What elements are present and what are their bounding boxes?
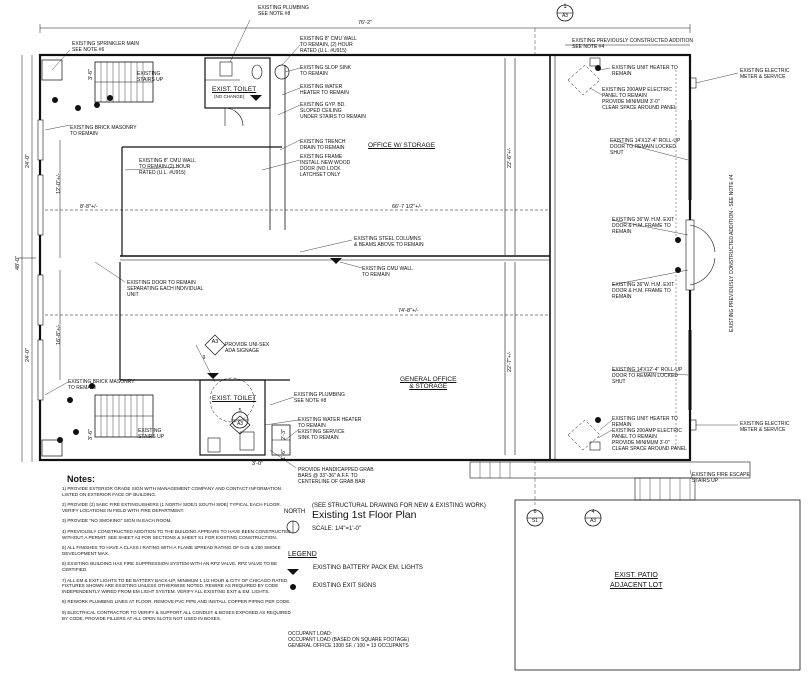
bubble-a3-mid-num: 9	[202, 355, 206, 361]
title-block: (SEE STRUCTURAL DRAWING FOR NEW & EXISTI…	[312, 503, 486, 532]
note-item: 7) ALL EM & EXIT LIGHTS TO BE BATTERY BA…	[62, 577, 290, 594]
stairs-bottom-label: EXISTING STAIRS UP	[138, 428, 165, 440]
notes-title: Notes:	[67, 474, 96, 484]
legend-row-exit-signs: EXISTING EXIT SIGNS	[288, 580, 423, 592]
dim-small-b: 1'-6"	[281, 449, 287, 460]
note-item: 1) PROVIDE EXTERIOR GRADE SIGN WITH MANA…	[62, 486, 283, 497]
dim-stair-top: 3'-6"	[88, 69, 94, 80]
dim-left-span: 8'-8"+/-	[80, 204, 98, 210]
plan-subtitle: (SEE STRUCTURAL DRAWING FOR NEW & EXISTI…	[312, 503, 486, 509]
dim-left-total: 48'-0"	[15, 255, 21, 270]
callout-brick-top: EXISTING BRICK MASONRY TO REMAIN	[70, 125, 137, 137]
legend: LEGEND EXISTING BATTERY PACK EM. LIGHTS …	[288, 551, 423, 598]
callout-exit-door-bottom: EXISTING 36"w. H.M. EXIT DOOR & H.M. FRA…	[612, 282, 675, 300]
callout-addition-right: EXISTING PREVIOUSLY CONSTRUCTED ADDITION…	[729, 174, 735, 332]
dim-interior-top: 66'-7 1/2"+/-	[392, 204, 422, 210]
room-office-storage: OFFICE W/ STORAGE	[368, 142, 436, 149]
callout-panel-top: EXISTING 200amp ELECTRIC PANEL TO REMAIN…	[602, 87, 677, 111]
callout-cmu-wall-top: EXISTING 8" CMU WALL TO REMAIN, (2) HOUR…	[300, 36, 357, 54]
bubble-b4-sheet: A3	[589, 518, 597, 524]
callout-fire-escape: EXISTING FIRE ESCAPE STAIRS UP	[692, 472, 750, 484]
legend-title: LEGEND	[288, 551, 317, 558]
callout-unisex: PROVIDE UNI-SEX ADA SIGNAGE	[225, 342, 270, 354]
dim-small-a: 2'-3"	[281, 429, 287, 440]
dim-right-top: 22'-6"+/-	[507, 147, 513, 168]
plan-scale: SCALE: 1/4"=1'-0"	[312, 526, 361, 532]
dim-inner-left-top: 12'-0"+/-	[56, 173, 62, 194]
callout-cmu-wall-center: EXISTING CMU WALL TO REMAIN	[362, 266, 413, 278]
callout-rollup-bottom: EXISTING 14'x12'-4" ROLL-UP DOOR TO REMA…	[612, 367, 683, 385]
callout-rollup-top: EXISTING 14'x12'-4" ROLL-UP DOOR TO REMA…	[610, 138, 681, 156]
bubble-b4-num: 4	[591, 509, 595, 515]
patio-label: EXIST. PATIO ADJACENT LOT	[610, 572, 663, 589]
callout-addition-top: EXISTING PREVIOUSLY CONSTRUCTED ADDITION…	[572, 38, 693, 50]
bubble-b6-num: 6	[533, 509, 537, 515]
dim-stair-bottom: 3'-6"	[88, 429, 94, 440]
callout-meter-bottom: EXISTING ELECTRIC METER & SERVICE	[740, 421, 790, 433]
dim-right-bottom: 22'-7"+/-	[507, 351, 513, 372]
note-item: 2) PROVIDE (2) 5ABC FIRE EXTINGUISHERS (…	[62, 502, 283, 513]
stairs-top-label: EXISTING STAIRS UP	[137, 71, 164, 83]
dim-left-top: 24'-0"	[25, 153, 31, 168]
note-item: 8) REWORK PLUMBING LINES AT FLOOR. REMOV…	[62, 599, 291, 605]
exit-sign-icon	[288, 580, 304, 592]
callout-meter-top: EXISTING ELECTRIC METER & SERVICE	[740, 68, 790, 80]
callout-service-sink: EXISTING SERVICE SINK TO REMAIN	[298, 429, 345, 441]
occupancy-note: OCCUPANT LOAD: OCCUPANT LOAD (BASED ON S…	[288, 631, 410, 649]
room-toilet-top-sub: (NO CHANGE)	[214, 94, 245, 99]
em-light-icon	[288, 562, 304, 574]
callout-exit-door-top: EXISTING 36"w. H.M. EXIT DOOR & H.M. FRA…	[612, 217, 675, 235]
callout-plumbing-bottom: EXISTING PLUMBING SEE NOTE #8	[294, 392, 345, 404]
bubble-b6-sheet: S1	[531, 518, 539, 524]
note-item: 9) ELECTRICAL CONTRACTOR TO VERIFY & SUP…	[62, 609, 293, 621]
plan-title: Existing 1st Floor Plan	[312, 509, 417, 521]
dim-left-bottom: 24'-0"	[25, 347, 31, 362]
north-label: NORTH	[284, 509, 306, 515]
callout-plumbing-top: EXISTING PLUMBING SEE NOTE #8	[258, 5, 309, 17]
note-item: 3) PROVIDE "NO SMOKING" SIGN IN EACH ROO…	[62, 518, 172, 524]
notes-list: 1) PROVIDE EXTERIOR GRADE SIGN WITH MANA…	[62, 486, 292, 626]
callout-grab-bars: PROVIDE HANDICAPPED GRAB BARS @ 33"-36" …	[298, 467, 374, 485]
dim-overall: 76'-2"	[358, 20, 373, 26]
bubble-a3-mid: A3	[211, 339, 219, 345]
callout-water-heater-bottom: EXISTING WATER HEATER TO REMAIN	[298, 417, 362, 429]
note-item: 5) ALL FINISHES TO HAVE A CLASS I RATING…	[62, 545, 282, 556]
bubble-top-num: 1	[563, 4, 567, 10]
dim-toilet-width: 3'-0"	[252, 461, 263, 467]
callout-unit-heater-top: EXISTING UNIT HEATER TO REMAIN	[612, 65, 678, 77]
legend-row-em-lights: EXISTING BATTERY PACK EM. LIGHTS	[288, 562, 423, 574]
note-item: 6) EXISTING BUILDING HAS FIRE SUPPRESSIO…	[62, 561, 279, 572]
room-general-office: GENERAL OFFICE & STORAGE	[400, 376, 457, 390]
callout-sprinkler: EXISTING SPRINKLER MAIN SEE NOTE #6	[72, 41, 139, 53]
callout-door-separating: EXISTING DOOR TO REMAIN SEPARATING EACH …	[127, 280, 204, 298]
legend-em-lights-label: EXISTING BATTERY PACK EM. LIGHTS	[313, 565, 423, 571]
callout-trench-drain: EXISTING TRENCH DRAIN TO REMAIN	[300, 139, 346, 151]
callout-gyp-bd: EXISTING GYP. BD. SLOPED CEILING UNDER S…	[300, 102, 366, 120]
callout-steel-columns: EXISTING STEEL COLUMNS & BEAMS ABOVE TO …	[354, 236, 424, 248]
callout-brick-bottom: EXISTING BRICK MASONRY TO REMAIN	[68, 379, 135, 391]
bubble-top-sheet: A3	[561, 13, 569, 19]
callout-water-heater-top: EXISTING WATER HEATER TO REMAIN	[300, 84, 349, 96]
room-toilet-top: EXIST. TOILET	[212, 86, 257, 93]
callout-slop-sink: EXISTING SLOP SINK TO REMAIN	[300, 65, 352, 77]
legend-exit-signs-label: EXISTING EXIT SIGNS	[313, 583, 377, 589]
room-toilet-bottom: EXIST. TOILET	[212, 395, 257, 402]
dim-inner-left-bottom: 16'-8"+/-	[56, 324, 62, 345]
dim-interior-bottom: 74'-8"+/-	[398, 308, 419, 314]
callout-frame: EXISTING FRAME INSTALL NEW WOOD DOOR (NO…	[300, 154, 351, 178]
callout-cmu-wall-mid: EXISTING 8" CMU WALL TO REMAIN (2) HOUR …	[139, 158, 196, 176]
bubble-b5-num: 5	[238, 408, 242, 414]
callout-panel-bottom: EXISTING 200amp ELECTRIC PANEL TO REMAIN…	[612, 428, 687, 452]
bubble-b5-sheet: A3	[236, 421, 244, 427]
callout-unit-heater-bottom: EXISTING UNIT HEATER TO REMAIN	[612, 416, 678, 428]
note-item: 4) PREVIOUSLY CONSTRUCTED ADDITION TO TH…	[62, 528, 292, 540]
